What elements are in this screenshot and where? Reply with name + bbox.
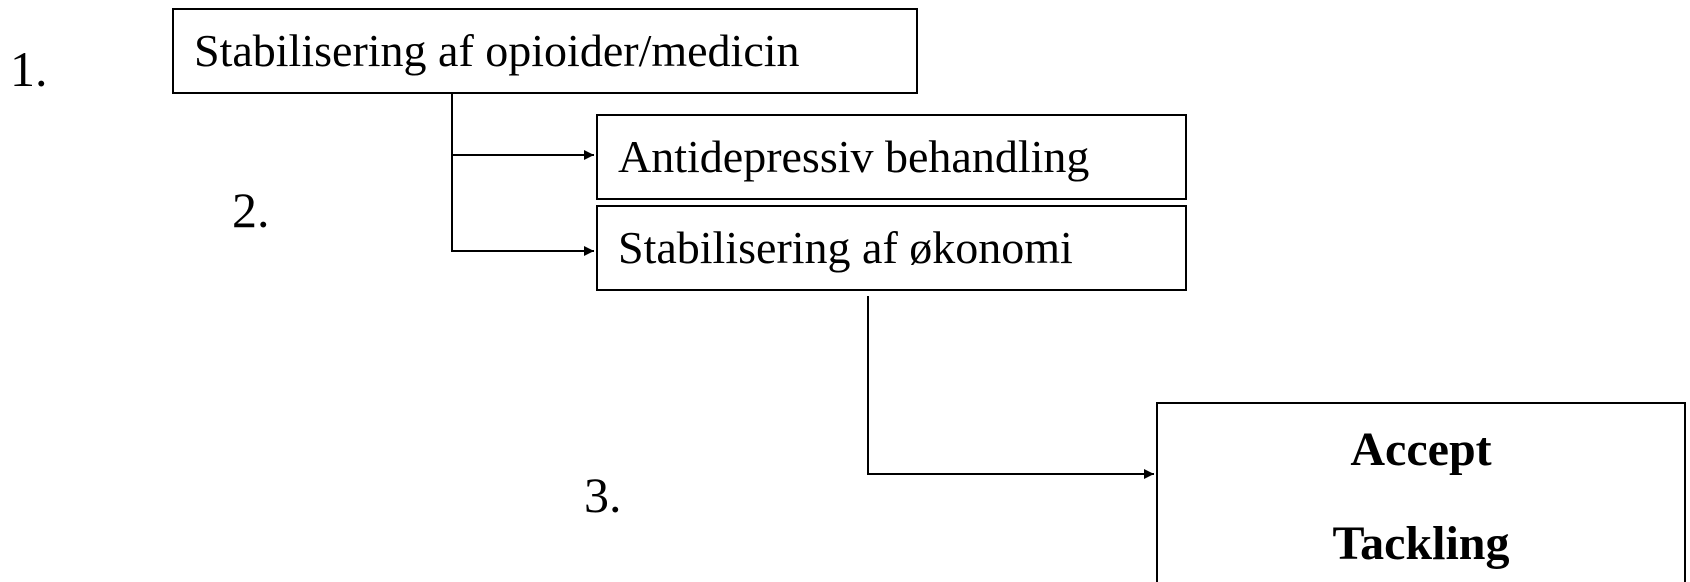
- connector-opioider-to-okonomi: [451, 155, 594, 256]
- box-label: Antidepressiv behandling: [618, 131, 1090, 182]
- final-line-accept: Accept: [1350, 423, 1492, 476]
- box-label: Stabilisering af opioider/medicin: [194, 25, 800, 76]
- final-line-tackling: Tackling: [1332, 517, 1510, 570]
- box-label: Stabilisering af økonomi: [618, 222, 1073, 273]
- box-accept-tackling: Accept Tackling: [1156, 402, 1686, 582]
- step-number-1: 1.: [10, 41, 48, 97]
- box-stabilisering-opioider: Stabilisering af opioider/medicin: [172, 8, 918, 94]
- box-stabilisering-okonomi: Stabilisering af økonomi: [596, 205, 1187, 291]
- step-number-2: 2.: [232, 182, 270, 238]
- connector-okonomi-to-final: [867, 296, 1154, 479]
- connector-opioider-to-antidepressiv: [451, 92, 594, 160]
- box-antidepressiv-behandling: Antidepressiv behandling: [596, 114, 1187, 200]
- step-number-3: 3.: [584, 467, 622, 523]
